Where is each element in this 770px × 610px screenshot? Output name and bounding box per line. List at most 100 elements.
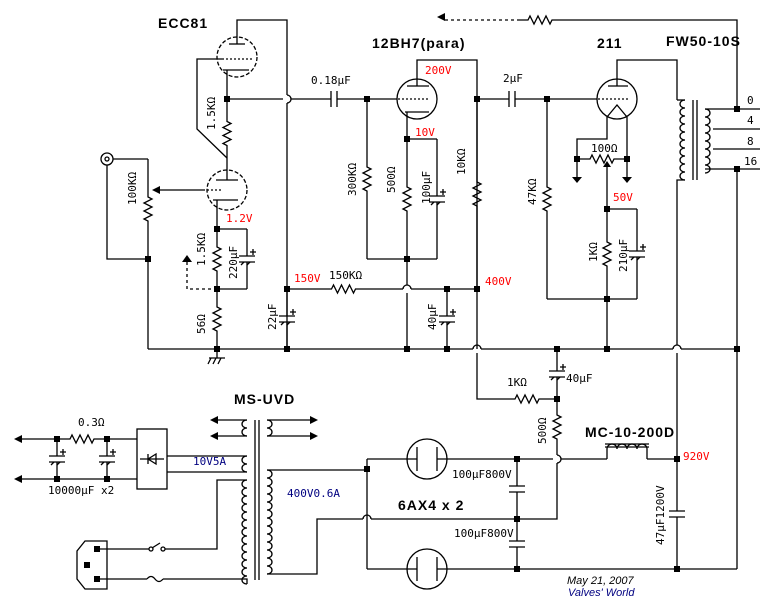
- junction-node: [84, 562, 90, 568]
- arrow-icon: [310, 416, 318, 424]
- capacitor-icon: [506, 91, 518, 107]
- wire: [196, 58, 228, 159]
- r-500-ps-label: 500Ω: [536, 417, 549, 444]
- choke-coil-icon: [606, 443, 648, 459]
- wire-crossing: [556, 454, 562, 464]
- c-800a-label: 100µF800V: [452, 468, 512, 481]
- voltage-150v: 150V: [294, 272, 321, 285]
- wiper-icon: [603, 161, 611, 167]
- primary-coil: [241, 479, 248, 585]
- c-coupling1-label: 0.18µF: [311, 74, 351, 87]
- hv-winding-label: 400V0.6A: [287, 487, 340, 500]
- wire: [476, 353, 497, 400]
- polarity-mark-icon: [280, 309, 296, 326]
- wire: [560, 19, 738, 109]
- voltage-920v: 920V: [683, 450, 710, 463]
- capacitor-icon: [509, 519, 525, 569]
- resistor-icon: [211, 289, 223, 349]
- r-ecc-k-label: 1.5KΩ: [195, 233, 208, 266]
- capacitor-icon: [239, 229, 255, 289]
- r-56-label: 56Ω: [195, 314, 208, 334]
- junction-node: [604, 346, 610, 352]
- choke-label: MC-10-200D: [585, 424, 675, 440]
- capacitor-icon: [328, 91, 340, 107]
- r-1k-ps-label: 1KΩ: [507, 376, 527, 389]
- resistor-icon: [601, 209, 613, 299]
- r-300k-label: 300KΩ: [346, 163, 359, 196]
- ground-arrow-icon: [622, 177, 632, 183]
- arrow-up-icon: [182, 255, 192, 262]
- arrow-icon: [310, 432, 318, 440]
- wire: [616, 59, 678, 100]
- ecc81-label: ECC81: [158, 15, 208, 31]
- input-jack-center: [104, 156, 110, 162]
- choke-core: [605, 443, 649, 448]
- capacitor-icon: [549, 349, 565, 399]
- diode-plates: [416, 447, 438, 471]
- r-03-label: 0.3Ω: [78, 416, 105, 429]
- arrow-icon: [14, 475, 22, 483]
- diode-icon: [140, 452, 164, 466]
- wire-crossing: [286, 94, 292, 104]
- polarity-mark-icon: [550, 364, 566, 381]
- diode-plates: [416, 557, 438, 581]
- c-coupling2-label: 2µF: [503, 72, 523, 85]
- resistor-icon: [361, 99, 373, 259]
- voltage-400v: 400V: [485, 275, 512, 288]
- c-100-label: 100µF: [420, 171, 433, 204]
- capacitor-icon: [429, 139, 445, 259]
- polarity-mark-icon: [440, 309, 456, 326]
- wire: [163, 578, 248, 584]
- junction-node: [284, 346, 290, 352]
- ground-arrow-icon: [572, 177, 582, 183]
- r-1k-label: 1KΩ: [587, 242, 600, 262]
- switch-contact: [160, 546, 166, 552]
- wire: [106, 165, 148, 260]
- capacitor-icon: [99, 439, 115, 479]
- transformer-core: [692, 100, 698, 180]
- tap-16: 16: [744, 155, 757, 168]
- filament: [606, 103, 628, 118]
- resistor-icon: [577, 153, 627, 165]
- c-ecc-k-label: 220µF: [227, 246, 240, 279]
- heater-winding-label: 10V5A: [193, 455, 226, 468]
- tap-8: 8: [747, 135, 754, 148]
- resistor-icon: [221, 99, 233, 168]
- fuse-icon: [146, 575, 164, 583]
- winding: [266, 419, 273, 437]
- output-transformer-label: FW50-10S: [666, 33, 741, 49]
- c-40b-label: 40µF: [566, 372, 593, 385]
- c-10000-label: 10000µF x2: [48, 484, 114, 497]
- wire-crossing: [362, 514, 372, 520]
- capacitor-icon: [509, 459, 525, 519]
- capacitor-icon: [49, 439, 65, 479]
- output-secondary-coil: [704, 108, 711, 174]
- wire-crossing: [402, 284, 412, 290]
- resistor-icon: [142, 159, 154, 259]
- tap-4: 4: [747, 114, 754, 127]
- arrow-icon: [437, 13, 445, 21]
- capacitor-icon: [669, 459, 685, 569]
- feedback-wire: [186, 262, 217, 290]
- arrow-icon: [14, 435, 22, 443]
- r-hum-label: 100Ω: [591, 142, 618, 155]
- wire: [676, 179, 685, 345]
- resistor-icon: [401, 139, 413, 259]
- polarity-mark-icon: [100, 449, 116, 466]
- polarity-mark-icon: [430, 189, 446, 206]
- capacitor-icon: [279, 289, 295, 349]
- voltage-200v: 200V: [425, 64, 452, 77]
- power-transformer-label: MS-UVD: [234, 391, 295, 407]
- ac-inlet-icon: [76, 540, 108, 590]
- wire: [165, 479, 247, 550]
- c-800b-label: 100µF800V: [454, 527, 514, 540]
- 211-label: 211: [597, 35, 623, 51]
- c-22-label: 22µF: [266, 304, 279, 331]
- tap-0: 0: [747, 94, 754, 107]
- resistor-icon: [211, 229, 223, 289]
- switch-contact: [148, 546, 154, 552]
- polarity-mark-icon: [630, 244, 646, 261]
- wire: [267, 459, 368, 471]
- voltage-50v: 50V: [613, 191, 633, 204]
